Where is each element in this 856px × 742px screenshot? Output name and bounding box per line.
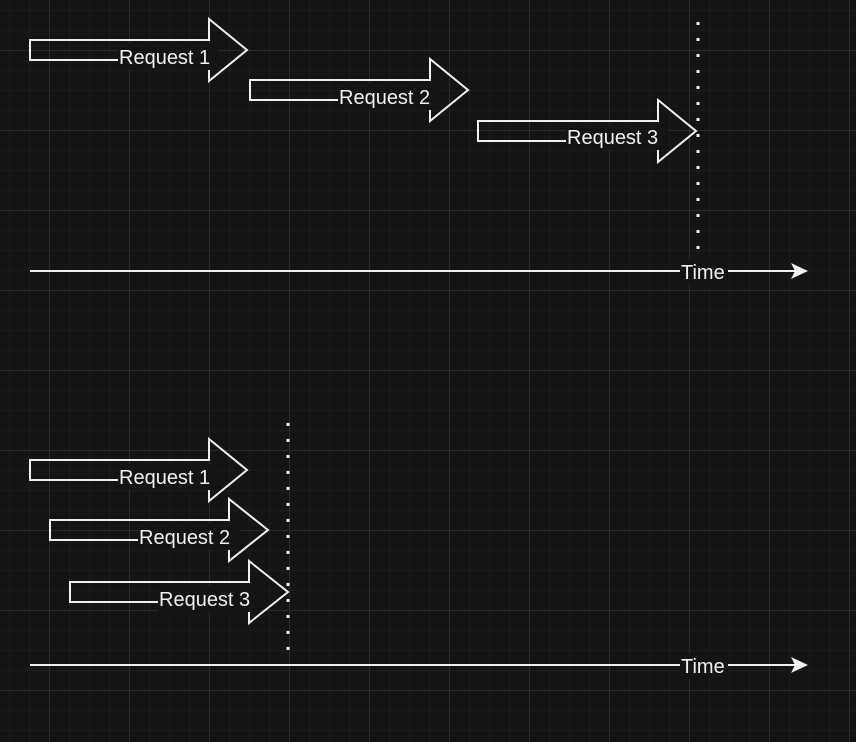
time-axis-label: Time (681, 262, 725, 284)
block-arrow-shape (29, 16, 249, 84)
block-arrow-shape (69, 558, 290, 626)
request-label: Request 3 (567, 127, 658, 149)
label-background (138, 524, 240, 550)
time-axis-label: Time (681, 656, 725, 678)
request-label: Request 1 (119, 467, 210, 489)
block-arrow-shape (477, 97, 698, 165)
sequential-panel: Request 1 Request 2 Request 3 Time (29, 16, 808, 285)
request-label: Request 1 (119, 47, 210, 69)
block-arrow-shape (49, 496, 270, 564)
request-arrow[interactable]: Request 1 (29, 436, 249, 504)
request-arrow[interactable]: Request 2 (49, 496, 270, 564)
request-label: Request 2 (139, 527, 230, 549)
block-arrow-shape (29, 436, 249, 504)
label-background (680, 259, 728, 285)
label-background (158, 586, 260, 612)
request-label: Request 3 (159, 589, 250, 611)
arrowhead-icon (791, 263, 808, 279)
request-arrow[interactable]: Request 2 (249, 56, 470, 124)
label-background (680, 653, 728, 679)
request-arrow[interactable]: Request 1 (29, 16, 249, 84)
time-axis: Time (30, 259, 808, 285)
block-arrow-shape (249, 56, 470, 124)
request-arrow[interactable]: Request 3 (69, 558, 290, 626)
request-arrow[interactable]: Request 3 (477, 97, 698, 165)
label-background (118, 44, 218, 70)
label-background (566, 124, 668, 150)
arrowhead-icon (791, 657, 808, 673)
request-label: Request 2 (339, 87, 430, 109)
time-axis: Time (30, 653, 808, 679)
parallel-panel: Request 1 Request 2 Request 3 Time (29, 423, 808, 679)
label-background (338, 84, 440, 110)
label-background (118, 464, 218, 490)
